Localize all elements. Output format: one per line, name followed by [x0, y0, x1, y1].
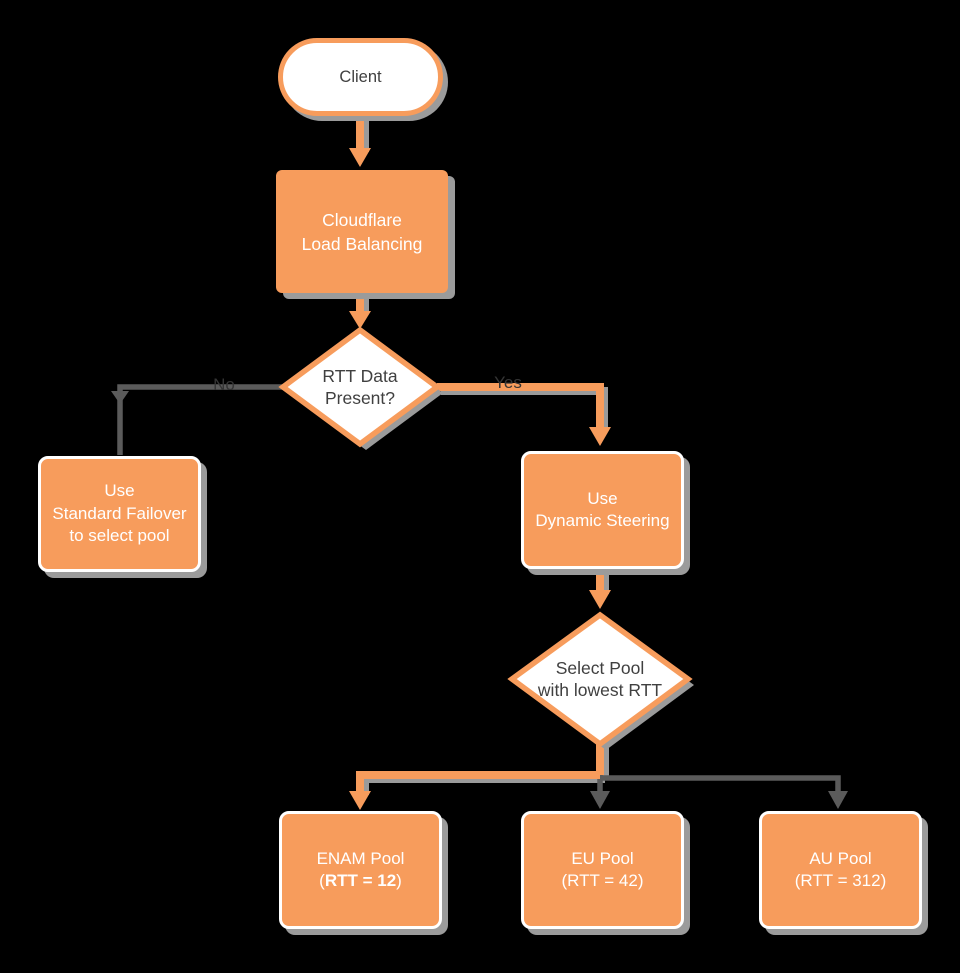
node-client: Client	[278, 38, 443, 116]
client-label: Client	[339, 67, 382, 86]
edge-rtt-yes-to-dynamic-steering	[437, 383, 604, 427]
standard-failover-line1: Use	[104, 481, 135, 501]
rtt-decision-diamond	[278, 326, 443, 450]
au-pool-line2: (RTT = 312)	[794, 871, 887, 890]
select-pool-diamond	[507, 611, 694, 750]
enam-pool-line1: ENAM Pool	[316, 848, 405, 868]
standard-failover-line2: Standard Failover	[52, 503, 187, 523]
dynamic-steering-line1: Use	[587, 488, 618, 508]
load-balancing-line1: Cloudflare	[322, 209, 402, 230]
edge-select-pool-to-au	[600, 775, 841, 792]
orange-arrowheads	[349, 148, 611, 810]
node-standard-failover: Use Standard Failover to select pool	[38, 456, 201, 572]
load-balancing-line2: Load Balancing	[301, 233, 423, 254]
edge-label-yes: Yes	[494, 373, 522, 392]
eu-pool-line1: EU Pool	[571, 848, 634, 868]
enam-rtt-value: RTT = 12	[324, 871, 397, 890]
node-dynamic-steering: Use Dynamic Steering	[521, 451, 684, 569]
edge-label-no: No	[213, 375, 235, 394]
eu-arrowhead	[590, 791, 610, 809]
edge-rtt-no-to-standard-failover	[117, 384, 284, 455]
node-au-pool: AU Pool (RTT = 312)	[759, 811, 922, 929]
node-eu-pool: EU Pool (RTT = 42)	[521, 811, 684, 929]
standard-failover-line3: to select pool	[69, 526, 170, 546]
node-load-balancing: Cloudflare Load Balancing	[276, 170, 448, 293]
dynamic-steering-line2: Dynamic Steering	[535, 511, 670, 530]
edge-select-pool-to-enam	[356, 744, 604, 793]
eu-pool-line2: (RTT = 42)	[561, 871, 644, 890]
node-enam-pool: ENAM Pool (RTT = 12)	[279, 811, 442, 929]
enam-pool-line2: (RTT = 12)	[319, 871, 402, 890]
au-arrowhead	[828, 791, 848, 809]
no-branch-arrowhead	[111, 391, 129, 404]
au-pool-line1: AU Pool	[809, 848, 872, 868]
